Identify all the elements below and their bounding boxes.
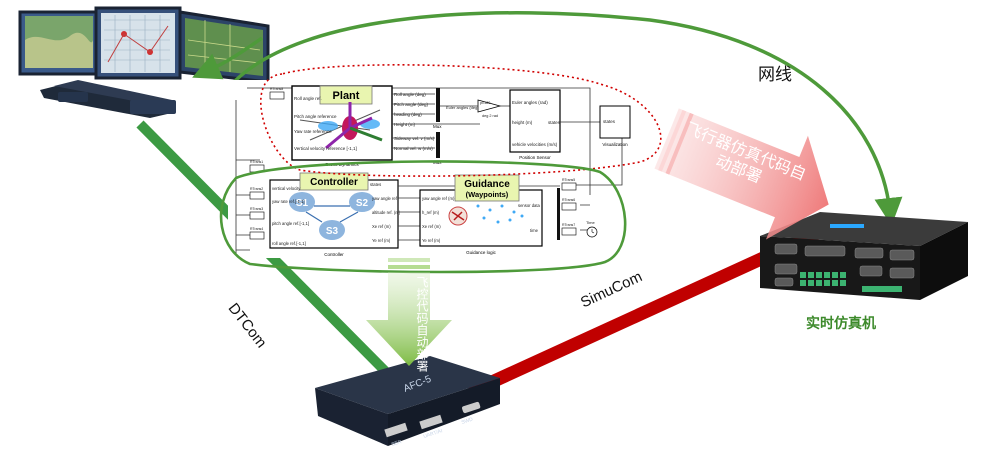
plant-output-port: Pitch angle (deg) — [394, 102, 429, 107]
ctrl-out-port: yaw angle ref — [372, 196, 398, 201]
rate-block-label: RTrans6 — [562, 198, 575, 202]
ctrl-in-port: vertical velocity — [272, 186, 301, 191]
ctrl-in-port: roll angle ref.[-1,1] — [272, 241, 306, 246]
guid-in-port: h_ref (m) — [422, 210, 440, 215]
guidance-tag: Guidance — [464, 179, 510, 190]
position-sensor-label: Position Sensor — [519, 155, 551, 160]
plant-input-port: Yaw rate reference — [294, 129, 332, 134]
plant-input-port: Vertical velocity reference [-1,1] — [294, 146, 357, 151]
euler-in-label: Euler angles (deg) — [446, 105, 479, 110]
ctrl-out-port: states — [370, 182, 381, 187]
plant-output-port: Roll angle (deg) — [394, 92, 426, 97]
sensor-port: vehicle velocities (m/s) — [512, 142, 558, 147]
flight-code-deploy-label: 飞控代码自动部署 — [415, 276, 429, 372]
network-cable-arrow — [228, 11, 903, 226]
plant-output-ports: Roll angle (deg) Pitch angle (deg) headi… — [394, 92, 435, 151]
network-cable-arrow-back — [192, 36, 264, 80]
realtime-simulator-label: 实时仿真机 — [806, 315, 876, 331]
ctrl-out-port: altitude ref. (m) — [372, 210, 401, 215]
port-label: UART/AI — [423, 428, 444, 440]
network-cable-label: 网线 — [758, 65, 792, 84]
state-s2: S2 — [356, 198, 369, 209]
rate-block-label: RTrans7 — [562, 223, 575, 227]
guid-sensor-port: sensor data — [518, 203, 541, 208]
plant-tag: Plant — [333, 90, 360, 102]
controller-output-ports: states yaw angle ref altitude ref. (m) X… — [370, 182, 401, 243]
plant-output-port: Sideway vel. v (m/s) — [394, 136, 435, 141]
rate-block-label: RTrans2 — [250, 187, 263, 191]
plant-input-port: Pitch angle reference — [294, 114, 337, 119]
controller-group-outline — [219, 160, 627, 274]
plant-output-port: Height (m) — [394, 122, 416, 127]
sensor-port: Euler angles (rad) — [512, 100, 548, 105]
port-label: SWD — [461, 416, 474, 425]
sensor-port: height (m) — [512, 120, 533, 125]
guid-time-port: time — [530, 228, 539, 233]
guidance-input-ports: yaw angle ref (m) h_ref (m) Xe ref (m) Y… — [422, 196, 455, 243]
plant-group-outline — [260, 64, 662, 177]
ctrl-in-port: yaw rate ref.[-1,1] — [272, 199, 305, 204]
rate-block-label: RTrans3 — [250, 207, 263, 211]
ground-station-laptop — [18, 6, 270, 118]
guidance-logic-label: Guidance logic — [466, 250, 497, 255]
gain-label: pi/180 — [480, 101, 490, 105]
plant-output-port: Normal vel. w (m/s) — [394, 146, 433, 151]
plant-output-port: heading (deg) — [394, 112, 422, 117]
port-label: SER — [391, 439, 403, 448]
mux-label: Mux — [433, 124, 442, 129]
ctrl-in-port: pitch angle ref.[-1,1] — [272, 221, 309, 226]
sim-code-deploy-arrow — [654, 108, 829, 240]
flight-code-deploy-arrow — [366, 258, 452, 366]
rate-block-label: RTrans4 — [250, 227, 263, 231]
ctrl-out-port: Xe ref (m) — [372, 224, 391, 229]
waypoint-dots — [476, 204, 524, 224]
plant-input-ports: Roll angle ref. Pitch angle reference Ya… — [294, 96, 357, 151]
controller-input-ports: vertical velocity yaw rate ref.[-1,1] pi… — [272, 186, 309, 246]
controller-block-label: Controller — [324, 252, 344, 257]
rate-block-label: RTrans8 — [270, 87, 283, 91]
state-s1: S1 — [296, 198, 309, 209]
realtime-simulator-device — [760, 212, 968, 300]
flight-controller-device: AFC-5 SER UART/AI SWD — [315, 356, 500, 448]
guid-in-port: Ye ref (m) — [422, 238, 441, 243]
sensor-states-label: states — [548, 120, 561, 125]
guidance-subtag: (Waypoints) — [466, 190, 509, 199]
state-s3: S3 — [326, 226, 339, 237]
sensor-output-ports: Euler angles (rad) height (m) vehicle ve… — [512, 100, 558, 147]
plant-input-port: Roll angle ref. — [294, 96, 322, 101]
time-block-label: Time — [586, 220, 596, 225]
rate-block-label: RTrans5 — [562, 178, 575, 182]
ctrl-out-port: Ye ref (m) — [372, 238, 391, 243]
controller-tag: Controller — [310, 177, 358, 188]
rate-block-label: RTrans1 — [250, 160, 263, 164]
guid-in-port: Xe ref (m) — [422, 224, 441, 229]
rate-transition-blocks: RTrans1 RTrans2 RTrans3 RTrans4 RTrans5 … — [249, 87, 577, 240]
vis-states-label: states — [603, 119, 616, 124]
gain-sub-label: deg 2 rad — [482, 114, 498, 118]
visualization-label: Visualization — [602, 142, 628, 147]
guid-in-port: yaw angle ref (m) — [422, 196, 455, 201]
